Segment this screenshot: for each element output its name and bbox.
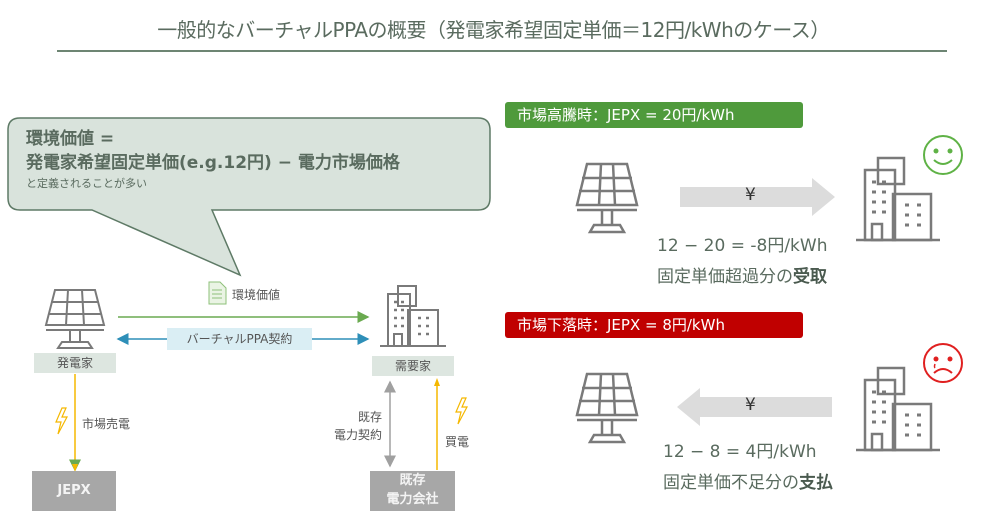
ppa-contract-label: バーチャルPPA契約	[167, 328, 312, 350]
scenario-low-graphic	[575, 366, 940, 452]
scenario-low-result-emphasis: 支払	[799, 473, 833, 493]
arrow-left-icon	[677, 388, 832, 426]
title-divider	[57, 50, 947, 52]
buildings-icon	[856, 156, 940, 242]
scenario-high-result: 固定単価超過分の受取	[657, 262, 827, 287]
speech-bubble	[7, 117, 491, 277]
generator-label: 発電家	[34, 353, 116, 373]
solar-panel-icon	[44, 289, 106, 349]
scenario-badge-low: 市場下落時：JEPX = 8円/kWh	[505, 312, 803, 338]
env-value-label: 環境価値	[232, 288, 281, 302]
scenario-high-graphic	[575, 156, 940, 242]
arrow-right-icon	[680, 178, 835, 216]
existing-contract-label-line1: 既存	[357, 410, 382, 424]
sad-face-icon	[923, 343, 963, 383]
scenario-low-result-prefix: 固定単価不足分の	[663, 473, 799, 493]
document-icon	[208, 281, 227, 305]
yen-icon: ¥	[745, 395, 756, 415]
bubble-definition-note: と定義されることが多い	[26, 177, 147, 190]
scenario-low-calc: 12 − 8 = 4円/kWh	[663, 442, 817, 462]
existing-contract-label-line2: 電力契約	[333, 428, 382, 442]
lightning-icon	[55, 407, 68, 435]
consumer-label: 需要家	[372, 356, 454, 376]
market-sale-label: 市場売電	[82, 417, 131, 431]
utility-box-line2: 電力会社	[386, 492, 439, 507]
buildings-icon	[856, 366, 940, 452]
bubble-definition-formula: 発電家希望固定単価(e.g.12円) − 電力市場価格	[26, 153, 400, 173]
utility-box-line1: 既存	[399, 473, 426, 488]
buildings-icon	[380, 285, 446, 347]
solar-panel-icon	[575, 372, 639, 444]
scenario-high-result-emphasis: 受取	[793, 267, 827, 287]
purchase-label: 買電	[445, 435, 470, 449]
happy-face-icon	[923, 135, 963, 175]
bubble-definition-heading: 環境価値 =	[26, 129, 115, 149]
utility-box: 既存 電力会社	[370, 471, 455, 511]
solar-panel-icon	[575, 162, 639, 234]
scenario-low-result: 固定単価不足分の支払	[663, 468, 833, 493]
page-title: 一般的なバーチャルPPAの概要（発電家希望固定単価＝12円/kWhのケース）	[157, 18, 830, 42]
jepx-box: JEPX	[32, 471, 116, 511]
scenario-badge-high: 市場高騰時：JEPX = 20円/kWh	[505, 102, 803, 128]
lightning-icon	[455, 397, 468, 425]
scenario-high-calc: 12 − 20 = -8円/kWh	[657, 236, 828, 256]
scenario-high-result-prefix: 固定単価超過分の	[657, 267, 793, 287]
existing-contract-label: 既存 電力契約	[327, 408, 382, 444]
yen-icon: ¥	[745, 185, 756, 205]
